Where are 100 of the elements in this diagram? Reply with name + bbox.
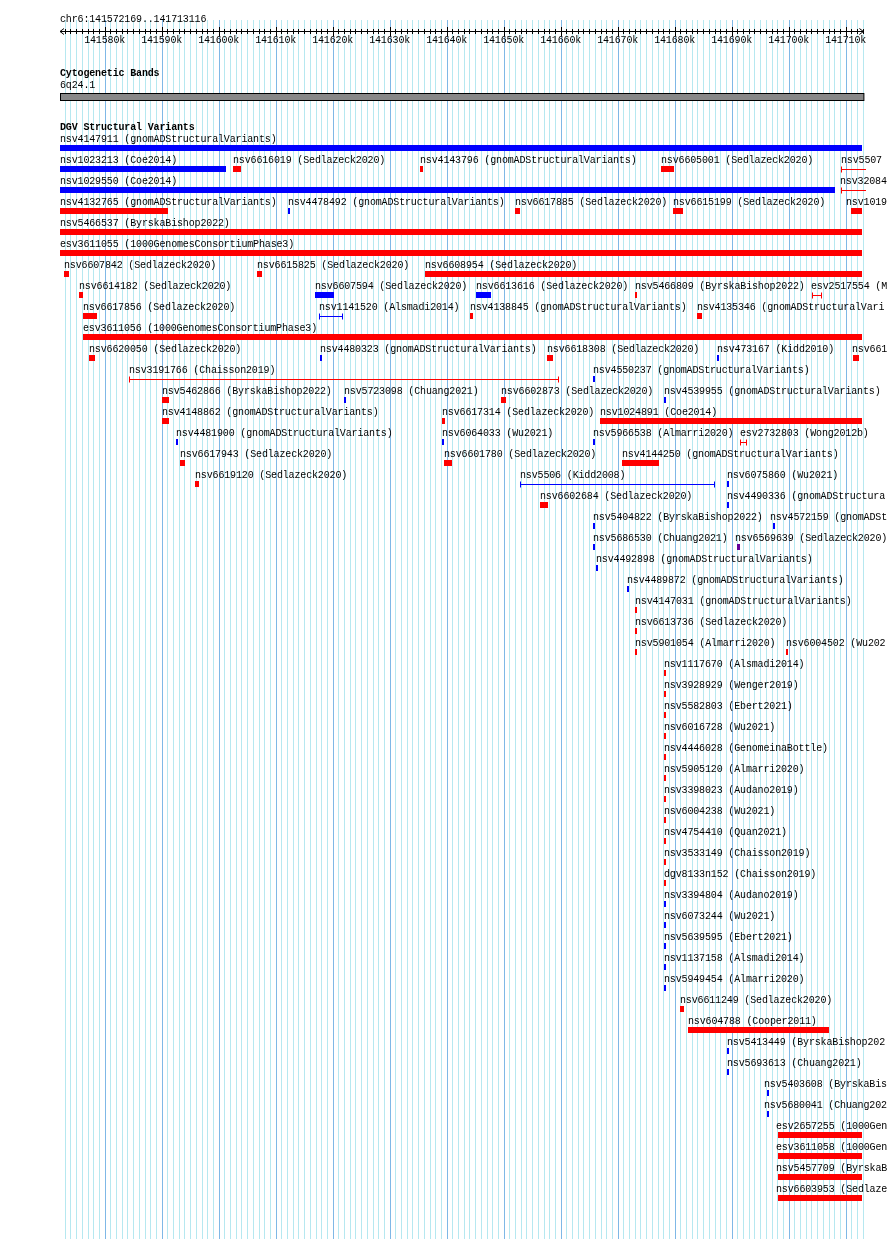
variant-label: nsv5905120 (Almarri2020) xyxy=(664,764,805,776)
tick-label: 141640k xyxy=(426,35,468,47)
tick-label: 141670k xyxy=(597,35,639,47)
variant-label: nsv5966538 (Almarri2020) xyxy=(593,428,734,440)
tick-label: 141700k xyxy=(768,35,810,47)
tick-label: 141690k xyxy=(711,35,753,47)
band-label: 6q24.1 xyxy=(60,80,96,92)
variant-label: esv3611058 (1000Gen xyxy=(776,1142,888,1154)
variant-label: nsv6075860 (Wu2021) xyxy=(727,470,839,482)
variant-label: esv2732803 (Wong2012b) xyxy=(740,428,869,440)
variant-label: nsv5466809 (ByrskaBishop2022) xyxy=(635,281,805,293)
variant-label: nsv5723098 (Chuang2021) xyxy=(344,386,479,398)
tick-label: 141710k xyxy=(825,35,867,47)
variant-label: nsv6073244 (Wu2021) xyxy=(664,911,776,923)
variant-label: nsv5693613 (Chuang2021) xyxy=(727,1058,862,1070)
variant-label: nsv5466537 (ByrskaBishop2022) xyxy=(60,218,230,230)
variant-label: nsv4147911 (gnomADStructuralVariants) xyxy=(60,134,277,146)
variant-label: nsv6602684 (Sedlazeck2020) xyxy=(540,491,693,503)
variant-label: nsv4492898 (gnomADStructuralVariants) xyxy=(596,554,813,566)
variant-label: nsv5582803 (Ebert2021) xyxy=(664,701,793,713)
variant-label: nsv4478492 (gnomADStructuralVariants) xyxy=(288,197,505,209)
variant-label: nsv4135346 (gnomADStructuralVari xyxy=(697,302,885,314)
variant-label: nsv6569639 (Sedlazeck2020) xyxy=(735,533,888,545)
variant-label: nsv5404822 (ByrskaBishop2022) xyxy=(593,512,763,524)
variant-label: nsv6602873 (Sedlazeck2020) xyxy=(501,386,654,398)
variant-label: nsv3398023 (Audano2019) xyxy=(664,785,799,797)
variant-label: esv2657255 (1000Gen xyxy=(776,1121,888,1133)
tick-label: 141580k xyxy=(84,35,126,47)
variant-label: nsv1137158 (Alsmadi2014) xyxy=(664,953,805,965)
variant-label: nsv6607594 (Sedlazeck2020) xyxy=(315,281,468,293)
variant-label: nsv4144250 (gnomADStructuralVariants) xyxy=(622,449,839,461)
variant-label: nsv6605001 (Sedlazeck2020) xyxy=(661,155,814,167)
track-title: DGV Structural Variants xyxy=(60,122,195,134)
variant-label: nsv4132765 (gnomADStructuralVariants) xyxy=(60,197,277,209)
variant-label: nsv5403608 (ByrskaBis xyxy=(764,1079,887,1091)
variant-label: nsv4148862 (gnomADStructuralVariants) xyxy=(162,407,379,419)
variant-label: nsv6603953 (Sedlaze xyxy=(776,1184,888,1196)
variant-label: nsv4143796 (gnomADStructuralVariants) xyxy=(420,155,637,167)
variant-label: nsv6016728 (Wu2021) xyxy=(664,722,776,734)
variant-label: esv3611055 (1000GenomesConsortiumPhase3) xyxy=(60,239,295,251)
variant-label: nsv1117670 (Alsmadi2014) xyxy=(664,659,805,671)
variant-label: nsv6613616 (Sedlazeck2020) xyxy=(476,281,629,293)
variant-label: nsv3928929 (Wenger2019) xyxy=(664,680,799,692)
variant-label: nsv5901054 (Almarri2020) xyxy=(635,638,776,650)
variant-label: nsv5413449 (ByrskaBishop202 xyxy=(727,1037,885,1049)
variant-label: nsv1029550 (Coe2014) xyxy=(60,176,178,188)
variant-label: nsv6617314 (Sedlazeck2020) xyxy=(442,407,595,419)
variant-label: nsv6617885 (Sedlazeck2020) xyxy=(515,197,668,209)
variant-label: nsv6611249 (Sedlazeck2020) xyxy=(680,995,833,1007)
variant-label: nsv1024891 (Coe2014) xyxy=(600,407,718,419)
variant-label: nsv4550237 (gnomADStructuralVariants) xyxy=(593,365,810,377)
variant-label: nsv6616019 (Sedlazeck2020) xyxy=(233,155,386,167)
variant-label: nsv4572159 (gnomADSt xyxy=(770,512,888,524)
variant-label: nsv6615825 (Sedlazeck2020) xyxy=(257,260,410,272)
tick-label: 141620k xyxy=(312,35,354,47)
tick-label: 141590k xyxy=(141,35,183,47)
variant-label: nsv6614182 (Sedlazeck2020) xyxy=(79,281,232,293)
variant-label: nsv6601780 (Sedlazeck2020) xyxy=(444,449,597,461)
variant-label: nsv4754410 (Quan2021) xyxy=(664,827,787,839)
variant-label: nsv6004502 (Wu202 xyxy=(786,638,886,650)
variant-label: nsv1141520 (Alsmadi2014) xyxy=(319,302,460,314)
variant-label: nsv6607842 (Sedlazeck2020) xyxy=(64,260,217,272)
tick-label: 141650k xyxy=(483,35,525,47)
variant-label: nsv6617943 (Sedlazeck2020) xyxy=(180,449,333,461)
variant-label: esv2517554 (M xyxy=(811,281,888,293)
variant-label: nsv6064033 (Wu2021) xyxy=(442,428,554,440)
tick-label: 141630k xyxy=(369,35,411,47)
variant-label: nsv5949454 (Almarri2020) xyxy=(664,974,805,986)
variant-label: nsv6618308 (Sedlazeck2020) xyxy=(547,344,700,356)
variant-label: nsv1019 xyxy=(846,197,887,209)
region-coordinates: chr6:141572169..141713116 xyxy=(60,14,207,26)
tick-label: 141610k xyxy=(255,35,297,47)
variant-label: nsv4490336 (gnomADStructura xyxy=(727,491,885,503)
variant-label: nsv5457709 (ByrskaB xyxy=(776,1163,888,1175)
variant-label: nsv604788 (Cooper2011) xyxy=(688,1016,817,1028)
variant-label: nsv3533149 (Chaisson2019) xyxy=(664,848,811,860)
variant-label: nsv5639595 (Ebert2021) xyxy=(664,932,793,944)
variant-label: nsv3394804 (Audano2019) xyxy=(664,890,799,902)
variant-label: nsv5462866 (ByrskaBishop2022) xyxy=(162,386,332,398)
variant-label: nsv4481900 (gnomADStructuralVariants) xyxy=(176,428,393,440)
tick-label: 141660k xyxy=(540,35,582,47)
variant-label: nsv5506 (Kidd2008) xyxy=(520,470,626,482)
variant-label: nsv661 xyxy=(852,344,888,356)
variant-label: nsv4489872 (gnomADStructuralVariants) xyxy=(627,575,844,587)
tick-label: 141680k xyxy=(654,35,696,47)
variant-label: nsv5686530 (Chuang2021) xyxy=(593,533,728,545)
variant-label: nsv4147031 (gnomADStructuralVariants) xyxy=(635,596,852,608)
variant-label: nsv6615199 (Sedlazeck2020) xyxy=(673,197,826,209)
variant-label: dgv8133n152 (Chaisson2019) xyxy=(664,869,817,881)
track-title: Cytogenetic Bands xyxy=(60,68,160,80)
variant-label: nsv32084 xyxy=(840,176,887,188)
tick-label: 141600k xyxy=(198,35,240,47)
variant-label: nsv5680041 (Chuang202 xyxy=(764,1100,887,1112)
variant-label: esv3611056 (1000GenomesConsortiumPhase3) xyxy=(83,323,318,335)
variant-label: nsv6619120 (Sedlazeck2020) xyxy=(195,470,348,482)
variant-label: nsv473167 (Kidd2010) xyxy=(717,344,835,356)
variant-label: nsv6613736 (Sedlazeck2020) xyxy=(635,617,788,629)
variant-label: nsv5507 xyxy=(841,155,882,167)
variant-label: nsv4539955 (gnomADStructuralVariants) xyxy=(664,386,881,398)
variant-label: nsv6004238 (Wu2021) xyxy=(664,806,776,818)
